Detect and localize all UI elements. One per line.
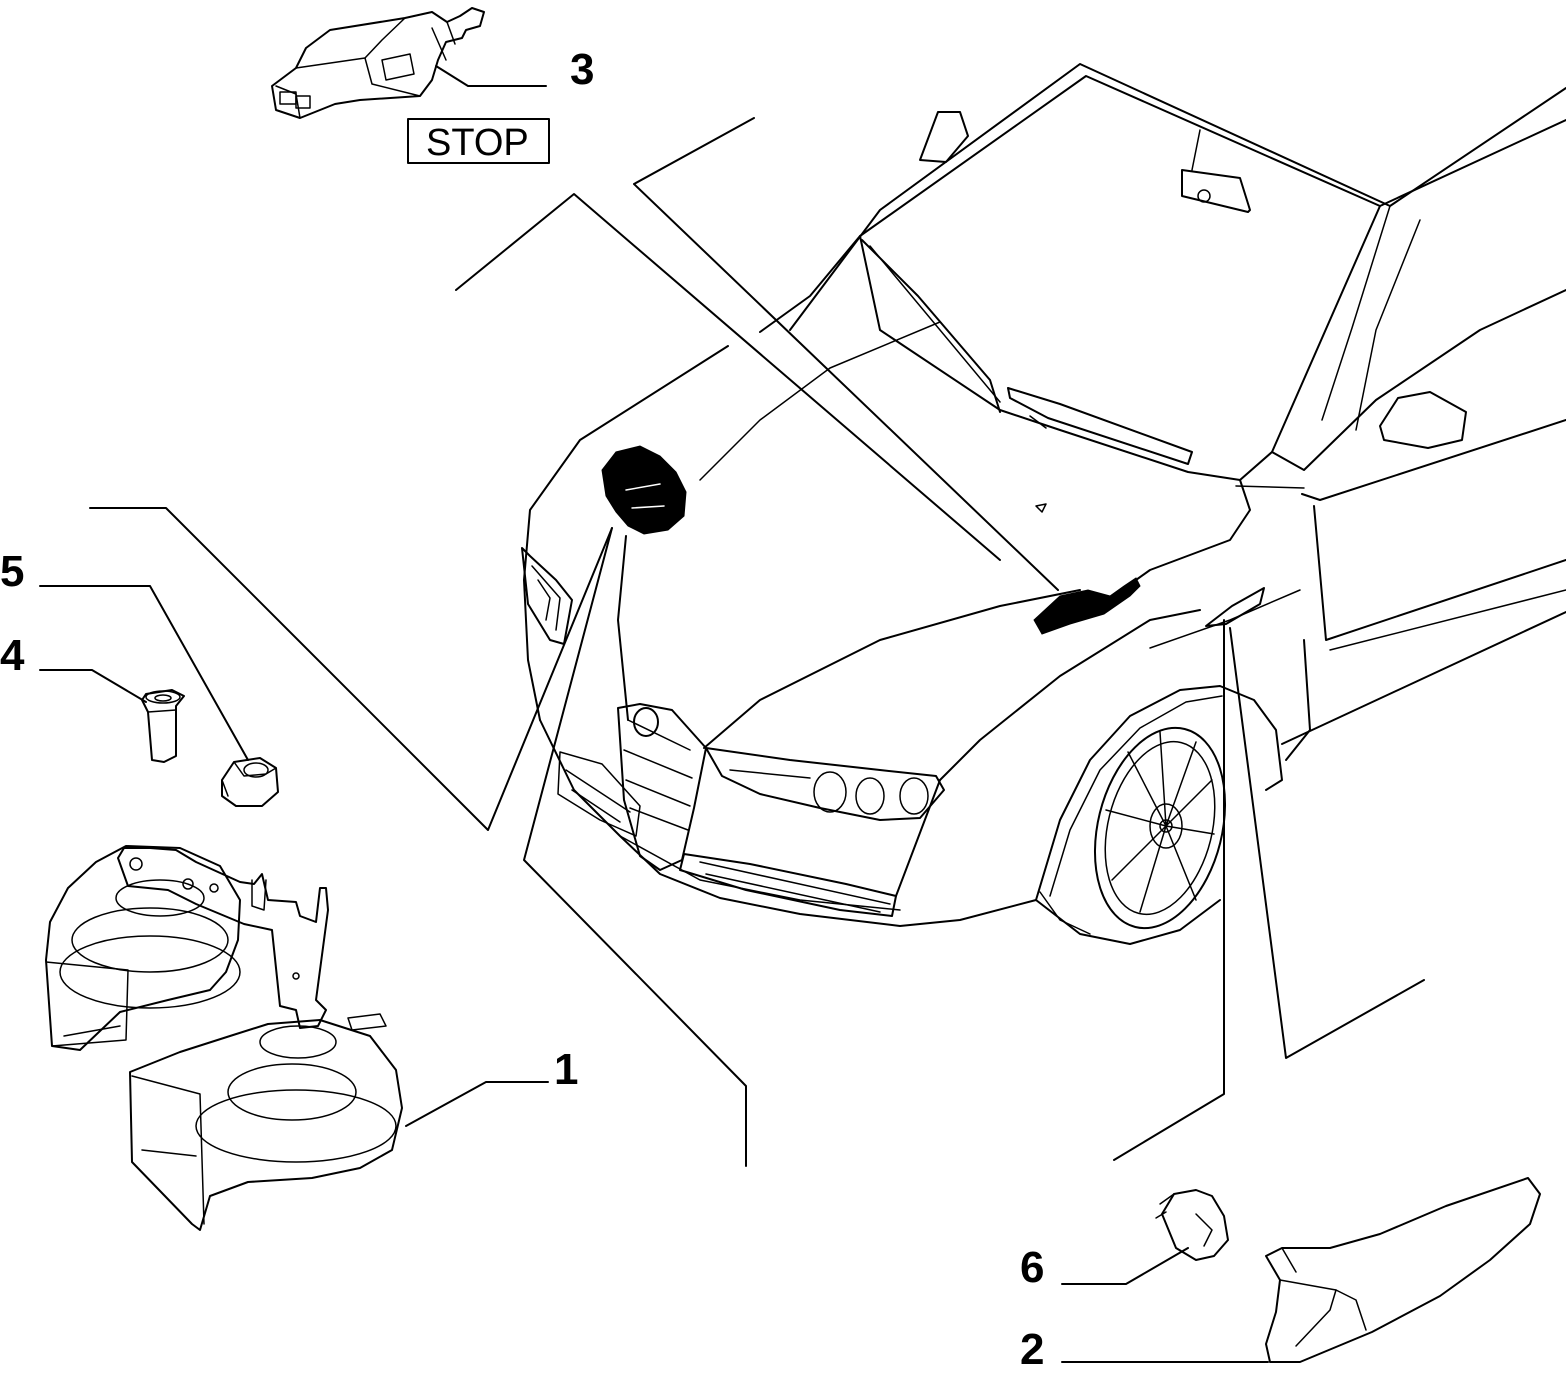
callout-6: 6 bbox=[1020, 1243, 1044, 1292]
leader-line-repeater bbox=[1113, 619, 1225, 1161]
callout-1: 1 bbox=[554, 1045, 578, 1094]
leader-line-repeater-2 bbox=[1229, 627, 1425, 1059]
bulb bbox=[1155, 1189, 1229, 1261]
callout-4: 4 bbox=[0, 631, 25, 680]
callout-5: 5 bbox=[0, 547, 24, 596]
callout-2: 2 bbox=[1020, 1325, 1044, 1374]
stop-label: STOP bbox=[426, 122, 529, 164]
leader-line-1 bbox=[405, 1081, 549, 1127]
highlight-stop-switch-on-car bbox=[1033, 577, 1141, 635]
callout-3: 3 bbox=[570, 45, 594, 94]
horn-assembly bbox=[45, 845, 403, 1231]
leader-line-horn-upper bbox=[455, 193, 1001, 561]
leader-line-5 bbox=[39, 585, 249, 761]
flange-nut bbox=[221, 757, 279, 807]
stop-label-box bbox=[407, 118, 550, 164]
car-body bbox=[521, 63, 1566, 945]
leader-line-4 bbox=[39, 669, 147, 703]
leader-line-horn-down bbox=[523, 527, 747, 1167]
side-repeater-lamp bbox=[1265, 1177, 1541, 1363]
leader-line-3 bbox=[435, 65, 547, 87]
stop-light-switch bbox=[271, 7, 485, 119]
rivet-bush bbox=[141, 689, 185, 763]
leader-line-horn-left bbox=[89, 507, 613, 831]
leader-line-3-car bbox=[633, 117, 1059, 591]
leader-line-6 bbox=[1061, 1247, 1189, 1285]
highlight-horn-on-car bbox=[601, 445, 687, 535]
